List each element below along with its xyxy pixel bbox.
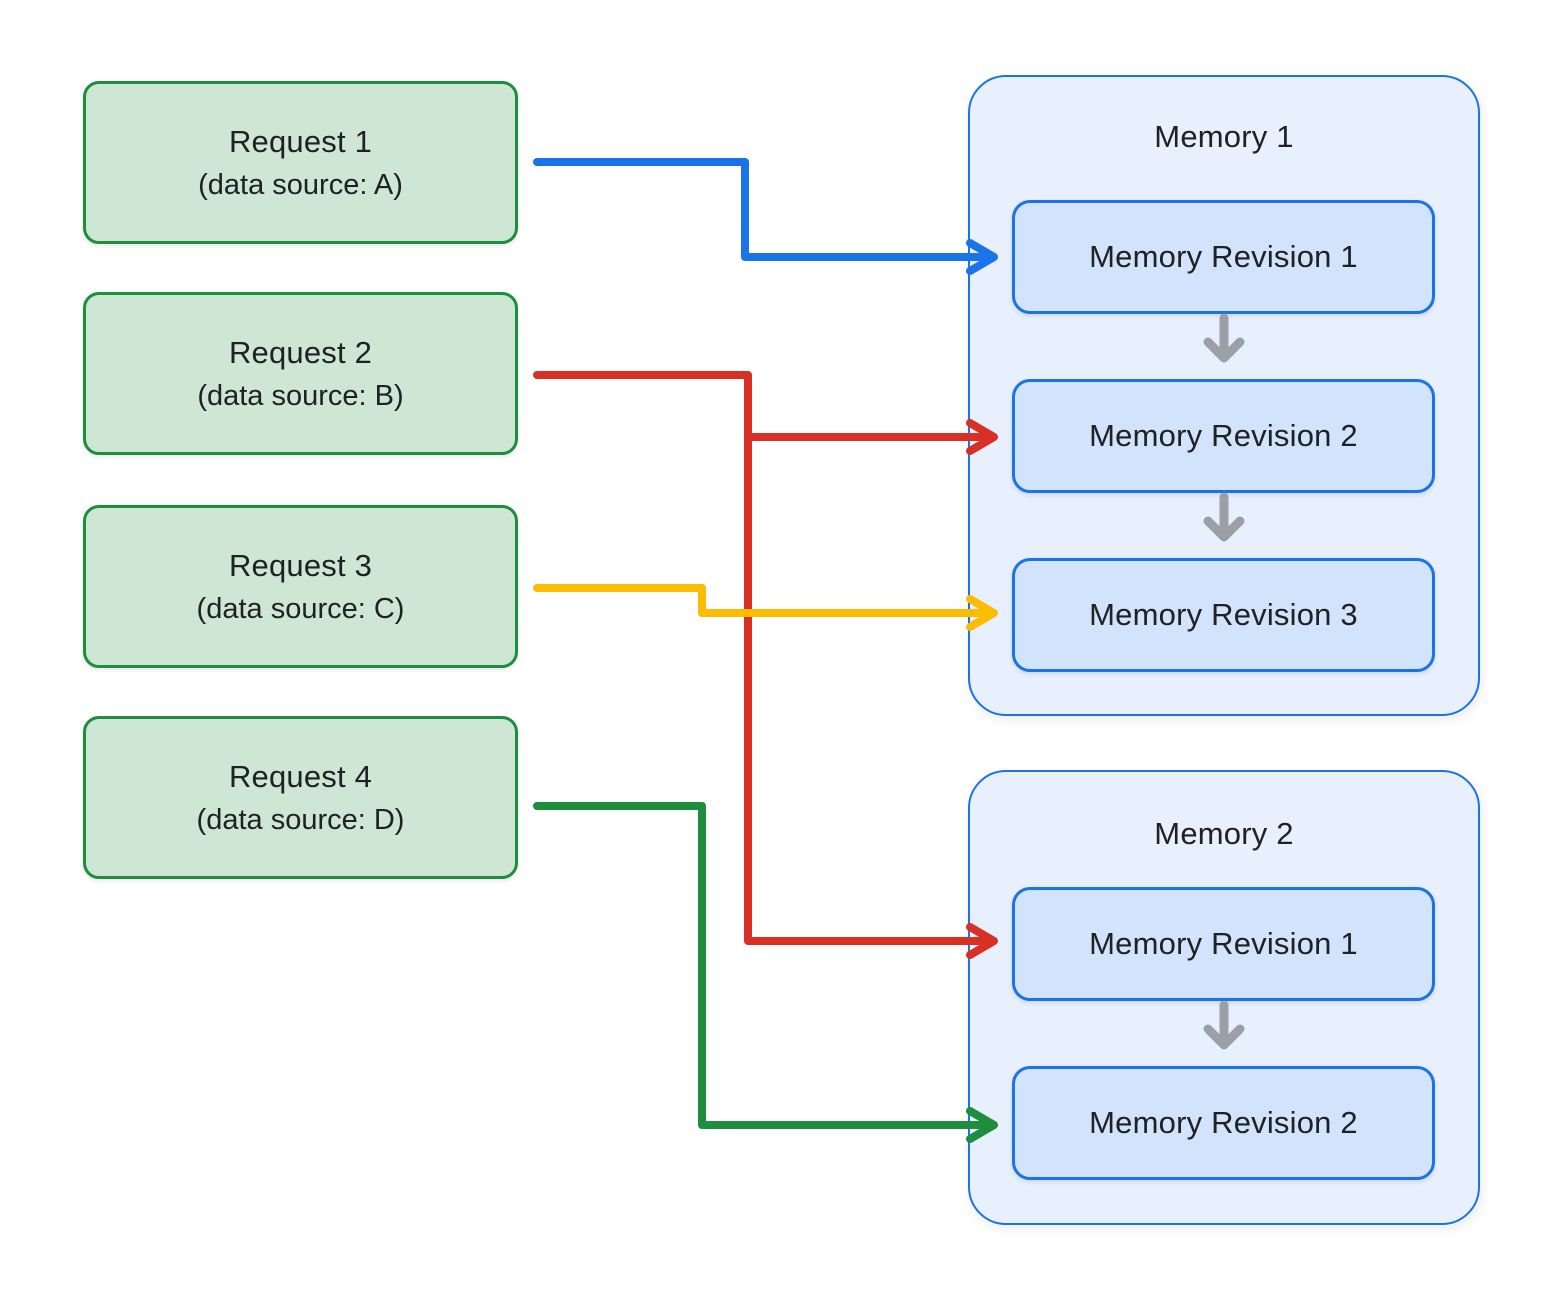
request-box-3: Request 3 (data source: C) [83, 505, 518, 668]
arrow-request1-to-memory1-rev1 [533, 158, 998, 275]
request-subtitle: (data source: B) [197, 379, 404, 412]
memory2-revision-2: Memory Revision 2 [1012, 1066, 1435, 1180]
request-title: Request 2 [228, 334, 373, 370]
request-box-2: Request 2 (data source: B) [83, 292, 518, 455]
request-subtitle: (data source: D) [196, 803, 405, 836]
request-subtitle: (data source: C) [196, 592, 405, 625]
request-title: Request 4 [228, 758, 373, 794]
memory-container-2: Memory 2 Memory Revision 1 Memory Revisi… [968, 770, 1480, 1225]
memory-container-1: Memory 1 Memory Revision 1 Memory Revisi… [968, 75, 1480, 716]
memory1-revision-2: Memory Revision 2 [1012, 379, 1435, 493]
memory1-revision-3: Memory Revision 3 [1012, 558, 1435, 672]
request-subtitle: (data source: A) [198, 168, 403, 201]
request-title: Request 1 [228, 123, 373, 159]
memory-title: Memory 2 [1154, 816, 1294, 851]
request-box-1: Request 1 (data source: A) [83, 81, 518, 244]
memory2-revision-1: Memory Revision 1 [1012, 887, 1435, 1001]
arrow-request2-to-memory1-rev2-and-memory2-rev1 [533, 371, 998, 959]
memory1-revision-1: Memory Revision 1 [1012, 200, 1435, 314]
request-title: Request 3 [228, 547, 373, 583]
memory-title: Memory 1 [1154, 119, 1294, 154]
request-box-4: Request 4 (data source: D) [83, 716, 518, 879]
arrow-request3-to-memory1-rev3 [533, 584, 998, 631]
arrow-request4-to-memory2-rev2 [533, 802, 998, 1143]
